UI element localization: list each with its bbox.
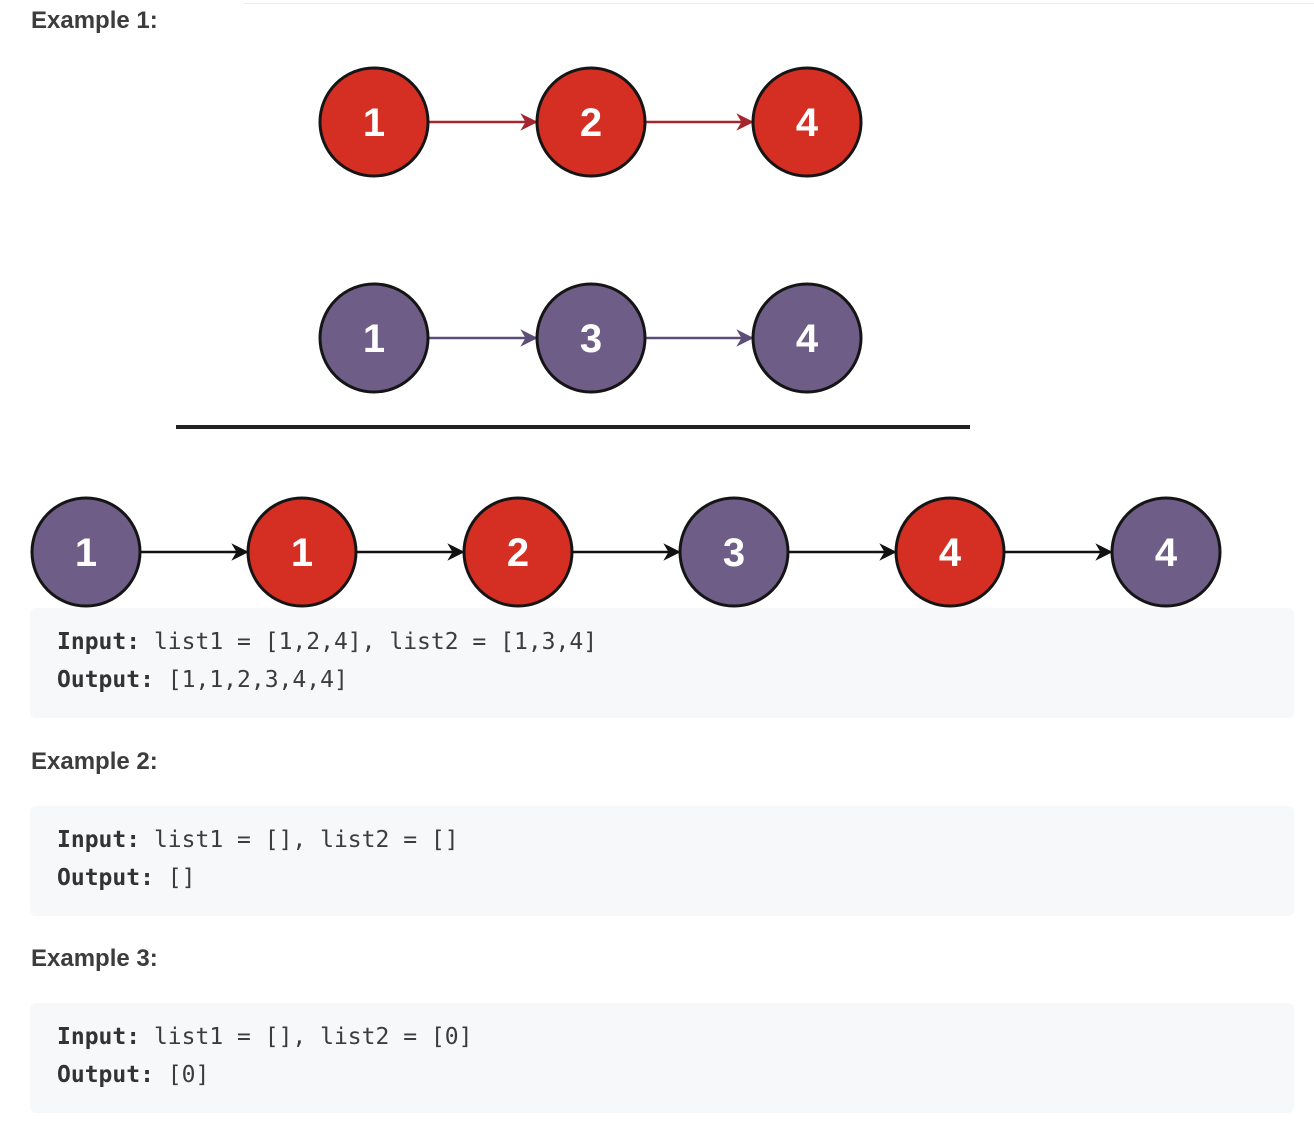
input-label: Input:: [57, 629, 141, 655]
example-2-heading: Example 2:: [31, 748, 158, 775]
output-value: [0]: [153, 1062, 210, 1088]
merged-node-1-label: 1: [75, 531, 97, 575]
list2-node-2-label: 3: [580, 317, 602, 361]
list1-node-2-label: 2: [580, 101, 602, 145]
example-2-input-line: Input: list1 = [], list2 = []: [57, 821, 1294, 859]
list1-row: 1 2 4: [318, 66, 863, 178]
example-1-output-line: Output: [1,1,2,3,4,4]: [57, 661, 1294, 699]
list2-row: 1 3 4: [318, 282, 863, 394]
list2-node-3-label: 4: [796, 317, 819, 361]
list1-node-1: 1: [318, 66, 430, 178]
merged-node-5-label: 4: [939, 531, 962, 575]
output-label: Output:: [57, 1062, 154, 1088]
example-2-output-line: Output: []: [57, 859, 1294, 897]
example-3-output-line: Output: [0]: [57, 1056, 1294, 1094]
list2-node-3: 4: [751, 282, 863, 394]
merged-node-4-label: 3: [723, 531, 745, 575]
input-value: list1 = [], list2 = []: [140, 827, 459, 853]
output-value: [1,1,2,3,4,4]: [153, 667, 348, 693]
example-3-heading: Example 3:: [31, 945, 158, 972]
merged-node-2: 1: [246, 496, 358, 608]
merged-node-3-label: 2: [507, 531, 529, 575]
example-1-input-line: Input: list1 = [1,2,4], list2 = [1,3,4]: [57, 623, 1294, 661]
top-divider: [244, 0, 1314, 4]
list1-node-3-label: 4: [796, 101, 819, 145]
merged-node-2-label: 1: [291, 531, 313, 575]
example-3-input-line: Input: list1 = [], list2 = [0]: [57, 1018, 1294, 1056]
merged-node-3: 2: [462, 496, 574, 608]
merged-node-1: 1: [30, 496, 142, 608]
list2-node-1-label: 1: [363, 317, 385, 361]
example-2-code-block: Input: list1 = [], list2 = [] Output: []: [30, 806, 1294, 916]
merged-node-5: 4: [894, 496, 1006, 608]
merged-node-4: 3: [678, 496, 790, 608]
input-value: list1 = [], list2 = [0]: [140, 1024, 473, 1050]
list1-node-3: 4: [751, 66, 863, 178]
output-label: Output:: [57, 865, 154, 891]
list1-node-2: 2: [535, 66, 647, 178]
input-label: Input:: [57, 1024, 141, 1050]
list2-node-1: 1: [318, 282, 430, 394]
example-1-code-block: Input: list1 = [1,2,4], list2 = [1,3,4] …: [30, 608, 1294, 718]
list2-node-2: 3: [535, 282, 647, 394]
example-1-heading: Example 1:: [31, 7, 158, 34]
merged-node-6-label: 4: [1155, 531, 1178, 575]
merged-row: 1 1 2 3 4 4: [30, 496, 1222, 608]
merge-diagram: 1 2 4 1 3 4: [30, 66, 1222, 608]
example-3-code-block: Input: list1 = [], list2 = [0] Output: […: [30, 1003, 1294, 1113]
input-value: list1 = [1,2,4], list2 = [1,3,4]: [140, 629, 598, 655]
output-label: Output:: [57, 667, 154, 693]
output-value: []: [153, 865, 196, 891]
merged-node-6: 4: [1110, 496, 1222, 608]
list1-node-1-label: 1: [363, 101, 385, 145]
input-label: Input:: [57, 827, 141, 853]
